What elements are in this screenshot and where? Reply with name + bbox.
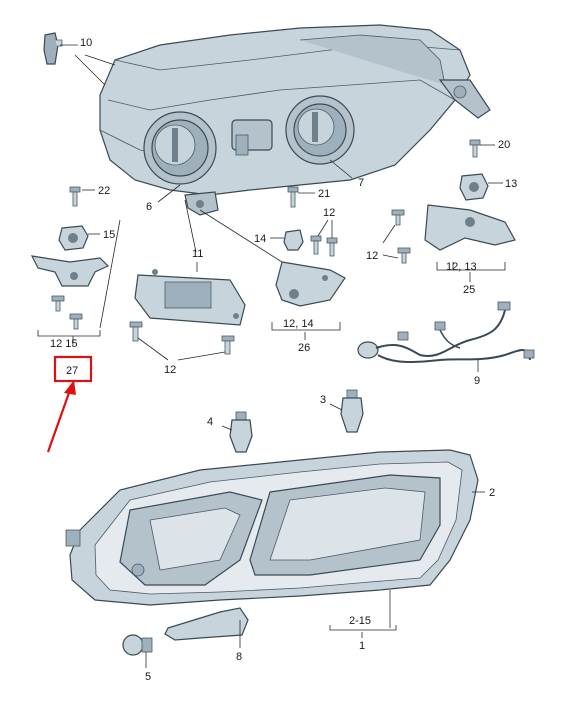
bulb-part-5 (122, 634, 153, 656)
label-6: 6 (146, 201, 152, 213)
label-15: 15 (103, 229, 115, 241)
label-5: 5 (145, 671, 151, 683)
label-9: 9 (474, 375, 480, 387)
label-27: 27 (66, 365, 78, 377)
label-2: 2 (489, 487, 495, 499)
bulb-part-3 (340, 389, 364, 433)
nut-part-13 (459, 173, 489, 201)
label-22: 22 (98, 185, 110, 197)
screws-bracket-27 (51, 295, 83, 330)
headlamp-housing-rear (99, 24, 491, 216)
bracket-part-25 (391, 204, 516, 264)
highlight-box-27 (53, 355, 93, 383)
label-8: 8 (236, 651, 242, 663)
label-3: 3 (320, 394, 326, 406)
screws-control-unit (129, 321, 235, 355)
label-2-15: 2-15 (349, 615, 371, 627)
label-12-bottom: 12 (164, 364, 176, 376)
label-7: 7 (358, 177, 364, 189)
label-20: 20 (498, 139, 510, 151)
label-21: 21 (318, 188, 330, 200)
screw-part-21 (287, 186, 299, 208)
label-12-top: 12 (323, 207, 335, 219)
red-arrow (46, 380, 76, 453)
label-25: 25 (463, 284, 475, 296)
label-11: 11 (192, 248, 203, 260)
control-unit-part-11 (134, 269, 246, 326)
label-12-13: 12, 13 (446, 261, 477, 273)
bracket-part-26 (275, 261, 346, 307)
clip-part-10 (43, 32, 63, 65)
screw-part-20 (469, 139, 481, 158)
label-4: 4 (207, 416, 213, 428)
label-12-15: 12 15 (50, 338, 78, 350)
bulb-part-4 (229, 411, 253, 453)
label-26: 26 (298, 342, 310, 354)
nut-part-15 (58, 225, 89, 251)
label-13: 13 (505, 178, 517, 190)
label-14: 14 (254, 233, 266, 245)
screw-part-22 (69, 186, 81, 207)
nut-part-14 (283, 229, 338, 257)
label-12-14: 12, 14 (283, 318, 314, 330)
wiring-harness-part-9 (357, 301, 535, 364)
bracket-part-27 (30, 255, 110, 287)
headlamp-front-part-1 (65, 449, 479, 606)
leader-lines (37, 44, 506, 668)
label-12-right: 12 (366, 250, 378, 262)
label-1: 1 (359, 640, 365, 652)
cover-part-8 (164, 607, 249, 641)
part-labels: 10 7 6 20 13 22 21 12 15 14 12 11 12, 13… (50, 37, 517, 683)
label-10: 10 (80, 37, 92, 49)
